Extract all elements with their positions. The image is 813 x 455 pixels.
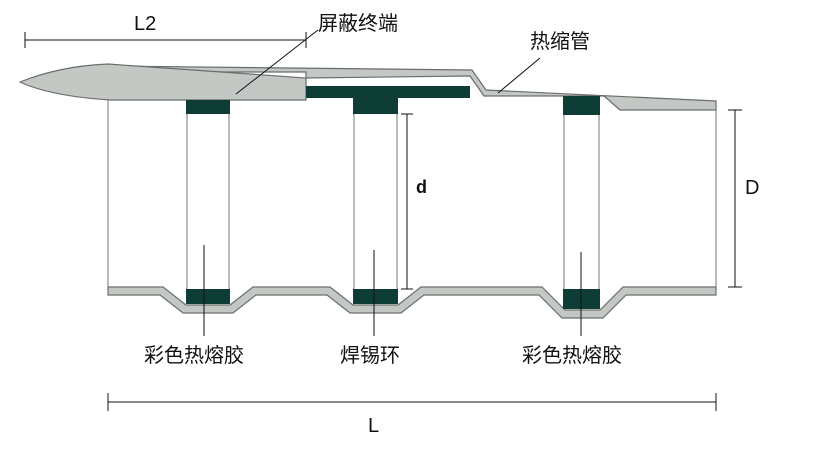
solder-ring-bottom-block (353, 289, 398, 304)
heat-shrink-tube-bottom-wall (107, 286, 717, 319)
dimension-d-line (401, 113, 413, 290)
ring-outlines (107, 100, 717, 289)
dimension-l2-label: L2 (134, 13, 156, 35)
dimension-D-line (728, 109, 742, 288)
dimension-d-label: d (416, 177, 427, 197)
hot-melt-left-top-block (186, 100, 230, 114)
dimension-l2-line (24, 32, 307, 48)
hot-melt-left-label: 彩色热熔胶 (144, 343, 244, 367)
hot-melt-right-label: 彩色热熔胶 (522, 343, 622, 367)
dimension-D-label: D (745, 177, 759, 199)
shield-terminal-label: 屏蔽终端 (318, 11, 398, 35)
leader-lines (203, 29, 582, 336)
dimension-L-line (107, 393, 717, 411)
hot-melt-right-top-block (563, 96, 600, 115)
solder-ring-top-block (353, 97, 398, 114)
solder-ring-band (306, 86, 470, 98)
hot-melt-left-bottom-block (186, 289, 230, 304)
heat-shrink-tube-label: 热缩管 (530, 29, 590, 53)
solder-ring-label: 焊锡环 (340, 343, 400, 367)
dimension-L-label: L (368, 415, 379, 437)
